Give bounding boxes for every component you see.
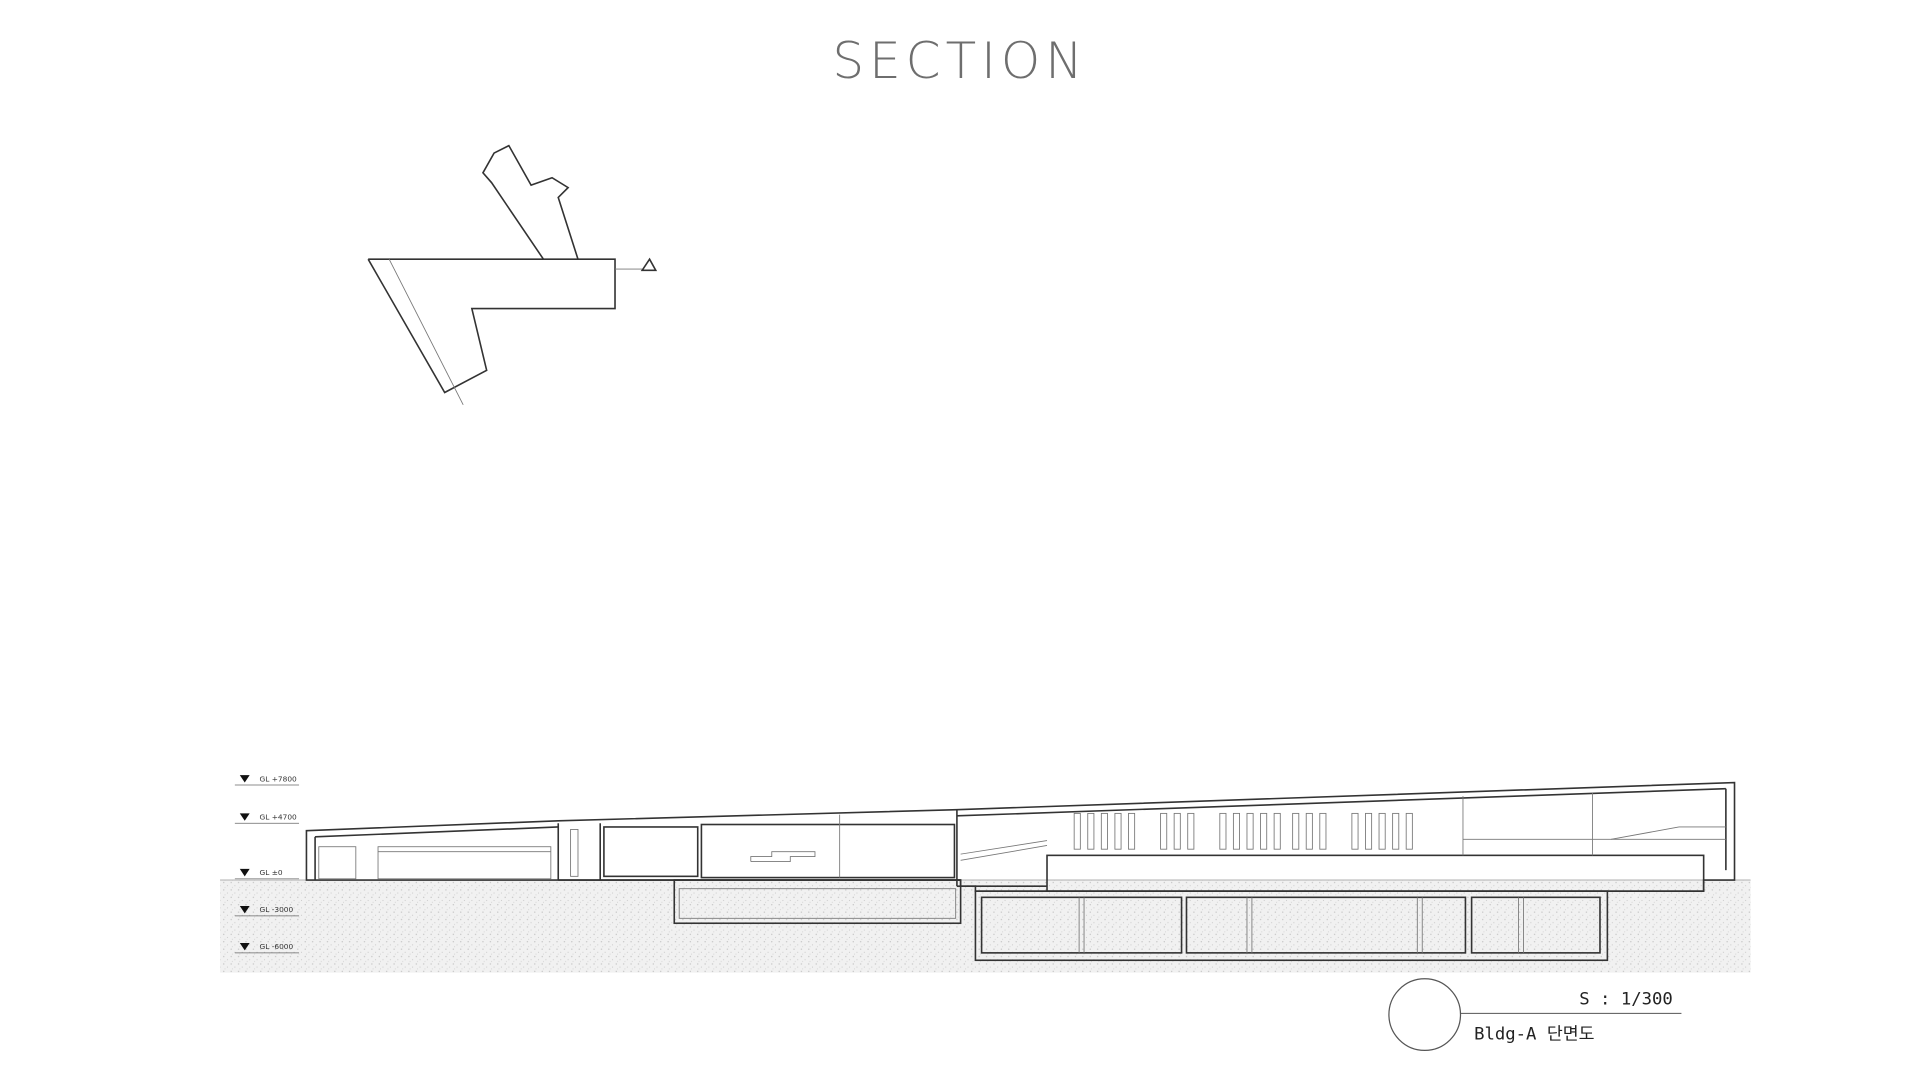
level-triangle-icon [239,905,250,914]
window-slat [1405,812,1413,850]
level-marker: GL -6000 [234,942,300,954]
level-label: GL ±0 [260,868,283,877]
level-label: GL +7800 [260,774,297,783]
drawing-caption: S : 1/300 Bldg-A 단면도 [1388,978,1682,1051]
window-slat [1292,812,1300,850]
level-triangle-icon [239,868,250,877]
window-slat [1100,812,1108,850]
page-title: SECTION [832,32,1088,90]
window-slat [1273,812,1281,850]
drawing-name: Bldg-A 단면도 [1474,1024,1595,1044]
window-slat [1219,812,1227,850]
key-plan [367,144,658,406]
level-triangle-icon [239,775,250,783]
level-label: GL -6000 [260,942,294,951]
level-label: GL -3000 [260,905,294,914]
level-label: GL +4700 [260,813,297,822]
window-slat [1319,812,1327,850]
level-markers: GL +7800 GL +4700 GL ±0 GL -3000 GL -600… [234,774,300,954]
window-slat [1073,812,1081,850]
window-slat [1160,812,1168,850]
window-slat [1087,812,1095,850]
window-slat [1351,812,1359,850]
level-marker: GL +4700 [234,813,300,824]
building-section [305,781,1736,962]
window-slat [1173,812,1181,850]
window-slat [1114,812,1122,850]
level-marker: GL ±0 [234,868,300,880]
level-marker: GL +7800 [234,774,300,786]
window-slat [1365,812,1373,850]
window-slat [1187,812,1195,850]
window-slat [1260,812,1268,850]
window-slat [1392,812,1400,850]
ground-hatch [220,880,1751,973]
window-slat [1305,812,1313,850]
scale-label: S : 1/300 [1579,990,1673,1010]
level-triangle-icon [239,942,250,951]
level-marker: GL -3000 [234,905,300,917]
window-slat [1128,812,1136,850]
level-triangle-icon [239,813,250,821]
window-slat [1232,812,1240,850]
window-slat [1378,812,1386,850]
window-slat [1246,812,1254,850]
section-arrow-icon [640,257,658,272]
